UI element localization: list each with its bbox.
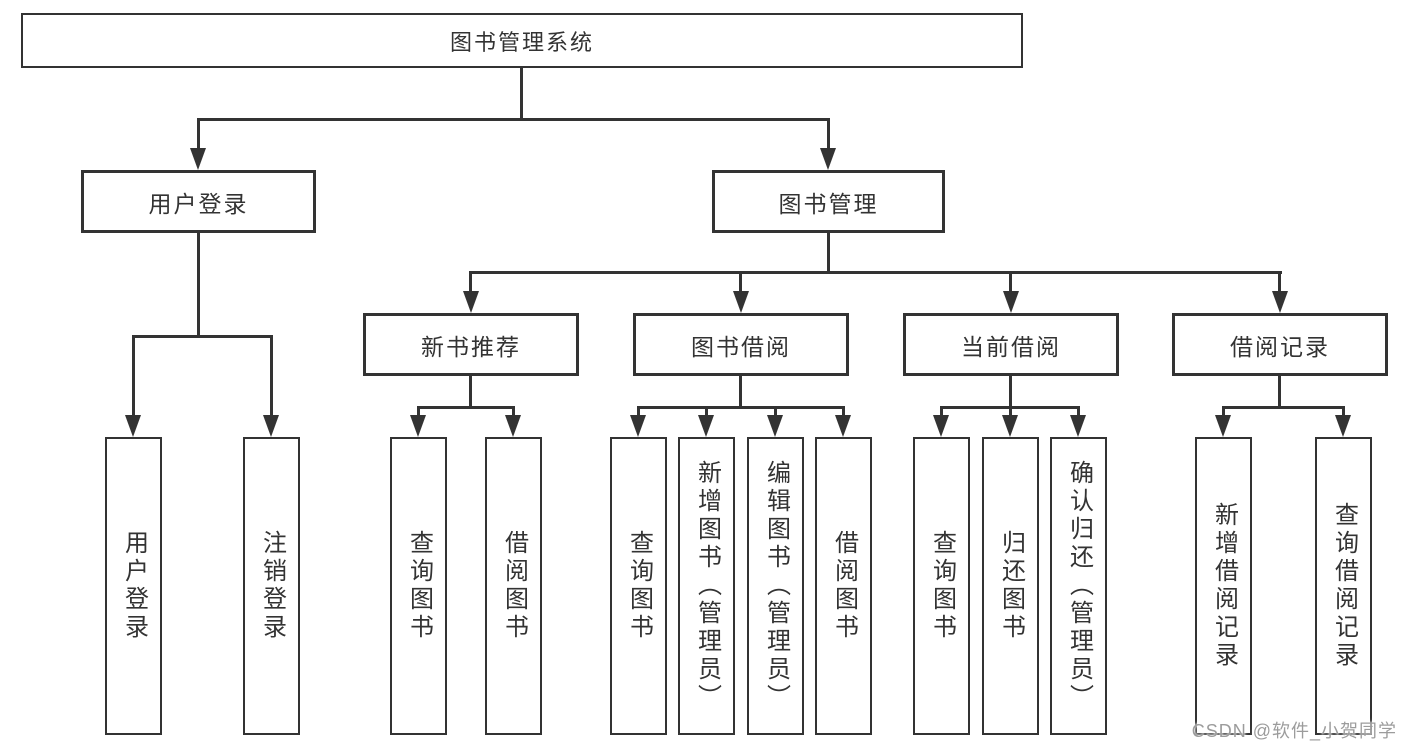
watermark: CSDN @软件_小贺同学 bbox=[1191, 721, 1397, 741]
node-book-borrow: 图书借阅 bbox=[633, 313, 849, 376]
connector-drop bbox=[1278, 271, 1281, 291]
leaf-borrow-book-1: 借阅图书 bbox=[485, 437, 542, 735]
arrow-down-icon bbox=[1002, 415, 1018, 437]
arrow-down-icon bbox=[263, 415, 279, 437]
node-root: 图书管理系统 bbox=[21, 13, 1023, 68]
leaf-logout: 注销登录 bbox=[243, 437, 300, 735]
connector-drop bbox=[512, 406, 515, 415]
leaf-edit-book-admin: 编辑图书（管理员） bbox=[747, 437, 804, 735]
node-book-management: 图书管理 bbox=[712, 170, 945, 233]
connector-new-book-stem bbox=[469, 376, 472, 406]
arrow-down-icon bbox=[820, 148, 836, 170]
node-user-login: 用户登录 bbox=[81, 170, 316, 233]
connector-drop bbox=[827, 118, 830, 148]
connector-drop bbox=[270, 335, 273, 415]
arrow-down-icon bbox=[1003, 291, 1019, 313]
connector-drop bbox=[940, 406, 943, 415]
connector-book-mgmt-stem bbox=[827, 233, 830, 271]
connector-new-book-bar bbox=[417, 406, 515, 409]
leaf-add-borrow-record: 新增借阅记录 bbox=[1195, 437, 1252, 735]
connector-book-mgmt-bar bbox=[469, 271, 1282, 274]
connector-drop bbox=[842, 406, 845, 415]
connector-drop bbox=[469, 271, 472, 291]
arrow-down-icon bbox=[767, 415, 783, 437]
connector-user-login-stem bbox=[197, 233, 200, 335]
connector-book-borrow-bar bbox=[637, 406, 845, 409]
arrow-down-icon bbox=[1070, 415, 1086, 437]
connector-borrow-records-stem bbox=[1278, 376, 1281, 406]
arrow-down-icon bbox=[1272, 291, 1288, 313]
connector-borrow-records-bar bbox=[1222, 406, 1345, 409]
leaf-user-login: 用户登录 bbox=[105, 437, 162, 735]
arrow-down-icon bbox=[125, 415, 141, 437]
arrow-down-icon bbox=[1335, 415, 1351, 437]
connector-book-borrow-stem bbox=[739, 376, 742, 406]
connector-user-login-bar bbox=[132, 335, 273, 338]
leaf-query-book-3: 查询图书 bbox=[913, 437, 970, 735]
leaf-query-book-2: 查询图书 bbox=[610, 437, 667, 735]
arrow-down-icon bbox=[505, 415, 521, 437]
connector-current-borrow-stem bbox=[1009, 376, 1012, 406]
node-borrow-records: 借阅记录 bbox=[1172, 313, 1388, 376]
arrow-down-icon bbox=[410, 415, 426, 437]
connector-drop bbox=[1009, 406, 1012, 415]
connector-drop bbox=[774, 406, 777, 415]
leaf-return-book: 归还图书 bbox=[982, 437, 1039, 735]
leaf-add-book-admin: 新增图书（管理员） bbox=[678, 437, 735, 735]
node-current-borrow: 当前借阅 bbox=[903, 313, 1119, 376]
arrow-down-icon bbox=[1215, 415, 1231, 437]
connector-drop bbox=[417, 406, 420, 415]
connector-drop bbox=[739, 271, 742, 291]
connector-drop bbox=[1222, 406, 1225, 415]
arrow-down-icon bbox=[933, 415, 949, 437]
connector-root-bar bbox=[197, 118, 830, 121]
node-new-book-recommend: 新书推荐 bbox=[363, 313, 579, 376]
connector-root-stem bbox=[520, 68, 523, 118]
arrow-down-icon bbox=[835, 415, 851, 437]
leaf-query-borrow-record: 查询借阅记录 bbox=[1315, 437, 1372, 735]
arrow-down-icon bbox=[190, 148, 206, 170]
leaf-confirm-return-admin: 确认归还（管理员） bbox=[1050, 437, 1107, 735]
connector-drop bbox=[1009, 271, 1012, 291]
arrow-down-icon bbox=[630, 415, 646, 437]
connector-drop bbox=[197, 118, 200, 148]
connector-drop bbox=[1077, 406, 1080, 415]
connector-drop bbox=[705, 406, 708, 415]
arrow-down-icon bbox=[463, 291, 479, 313]
leaf-query-book-1: 查询图书 bbox=[390, 437, 447, 735]
connector-drop bbox=[637, 406, 640, 415]
arrow-down-icon bbox=[733, 291, 749, 313]
connector-drop bbox=[1342, 406, 1345, 415]
connector-drop bbox=[132, 335, 135, 415]
leaf-borrow-book-2: 借阅图书 bbox=[815, 437, 872, 735]
arrow-down-icon bbox=[698, 415, 714, 437]
